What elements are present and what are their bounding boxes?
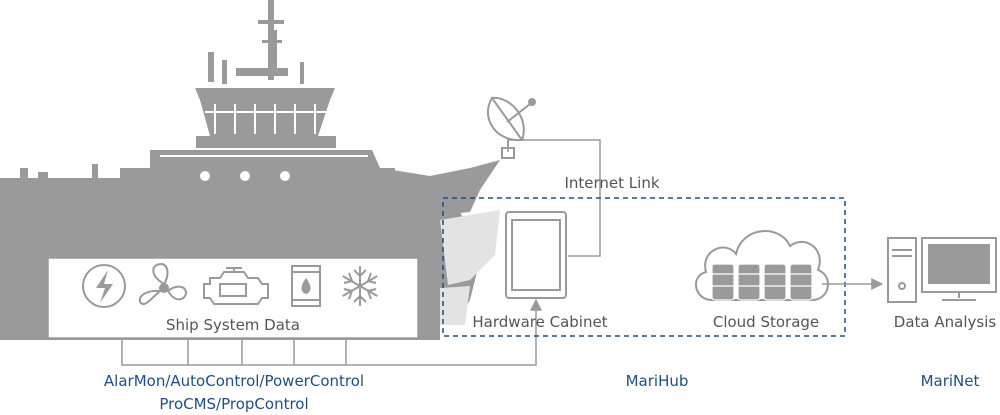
lightning-icon (82, 264, 126, 308)
marihub-boundary (442, 197, 846, 337)
ship-products-line1: AlarMon/AutoControl/PowerControl (104, 372, 364, 390)
propeller-icon (138, 262, 188, 306)
fuel-tank-icon (291, 265, 321, 307)
database-icons (711, 263, 813, 301)
ship-system-data-label: Ship System Data (166, 316, 300, 334)
ship-products-line2: ProCMS/PropControl (159, 395, 308, 413)
bridge-windows (160, 104, 368, 157)
hardware-cabinet-label: Hardware Cabinet (472, 313, 607, 331)
cloud-storage-label: Cloud Storage (713, 313, 819, 331)
satellite-dish-icon (486, 96, 536, 159)
computer-icon (887, 237, 997, 303)
marinet-product-label: MariNet (921, 372, 980, 390)
internet-link-label: Internet Link (564, 174, 659, 192)
portholes (200, 171, 290, 181)
hardware-cabinet-icon (505, 211, 567, 299)
data-analysis-label: Data Analysis (894, 313, 997, 331)
engine-icon (203, 267, 269, 305)
snowflake-icon (342, 266, 378, 306)
marihub-product-label: MariHub (626, 372, 689, 390)
